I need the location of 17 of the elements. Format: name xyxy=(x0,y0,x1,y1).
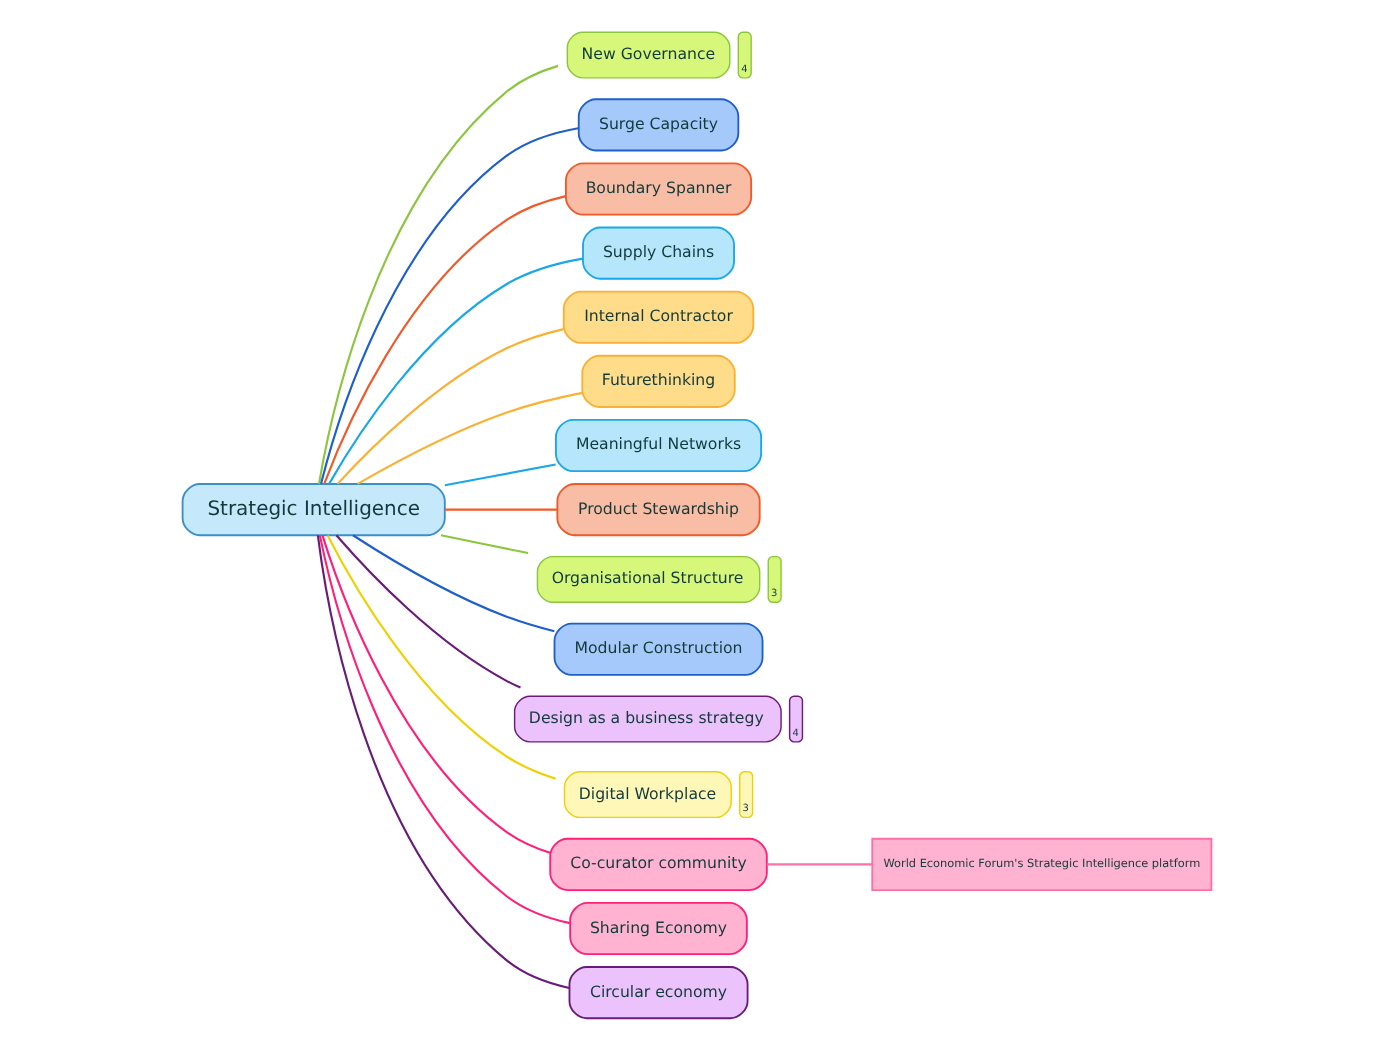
connector xyxy=(335,327,563,484)
connector xyxy=(315,534,569,988)
connector xyxy=(325,533,555,779)
connector xyxy=(316,63,558,483)
connector xyxy=(327,256,583,484)
connector xyxy=(334,533,520,688)
connector xyxy=(317,534,570,924)
connector xyxy=(439,533,528,554)
connector xyxy=(443,507,557,510)
connector xyxy=(319,126,578,484)
connector xyxy=(320,534,550,853)
connector xyxy=(351,533,554,632)
connector xyxy=(356,390,582,484)
connector xyxy=(443,462,555,486)
connector xyxy=(322,194,566,484)
node-box: Strategic Intelligence xyxy=(180,482,445,536)
connector xyxy=(765,862,871,865)
